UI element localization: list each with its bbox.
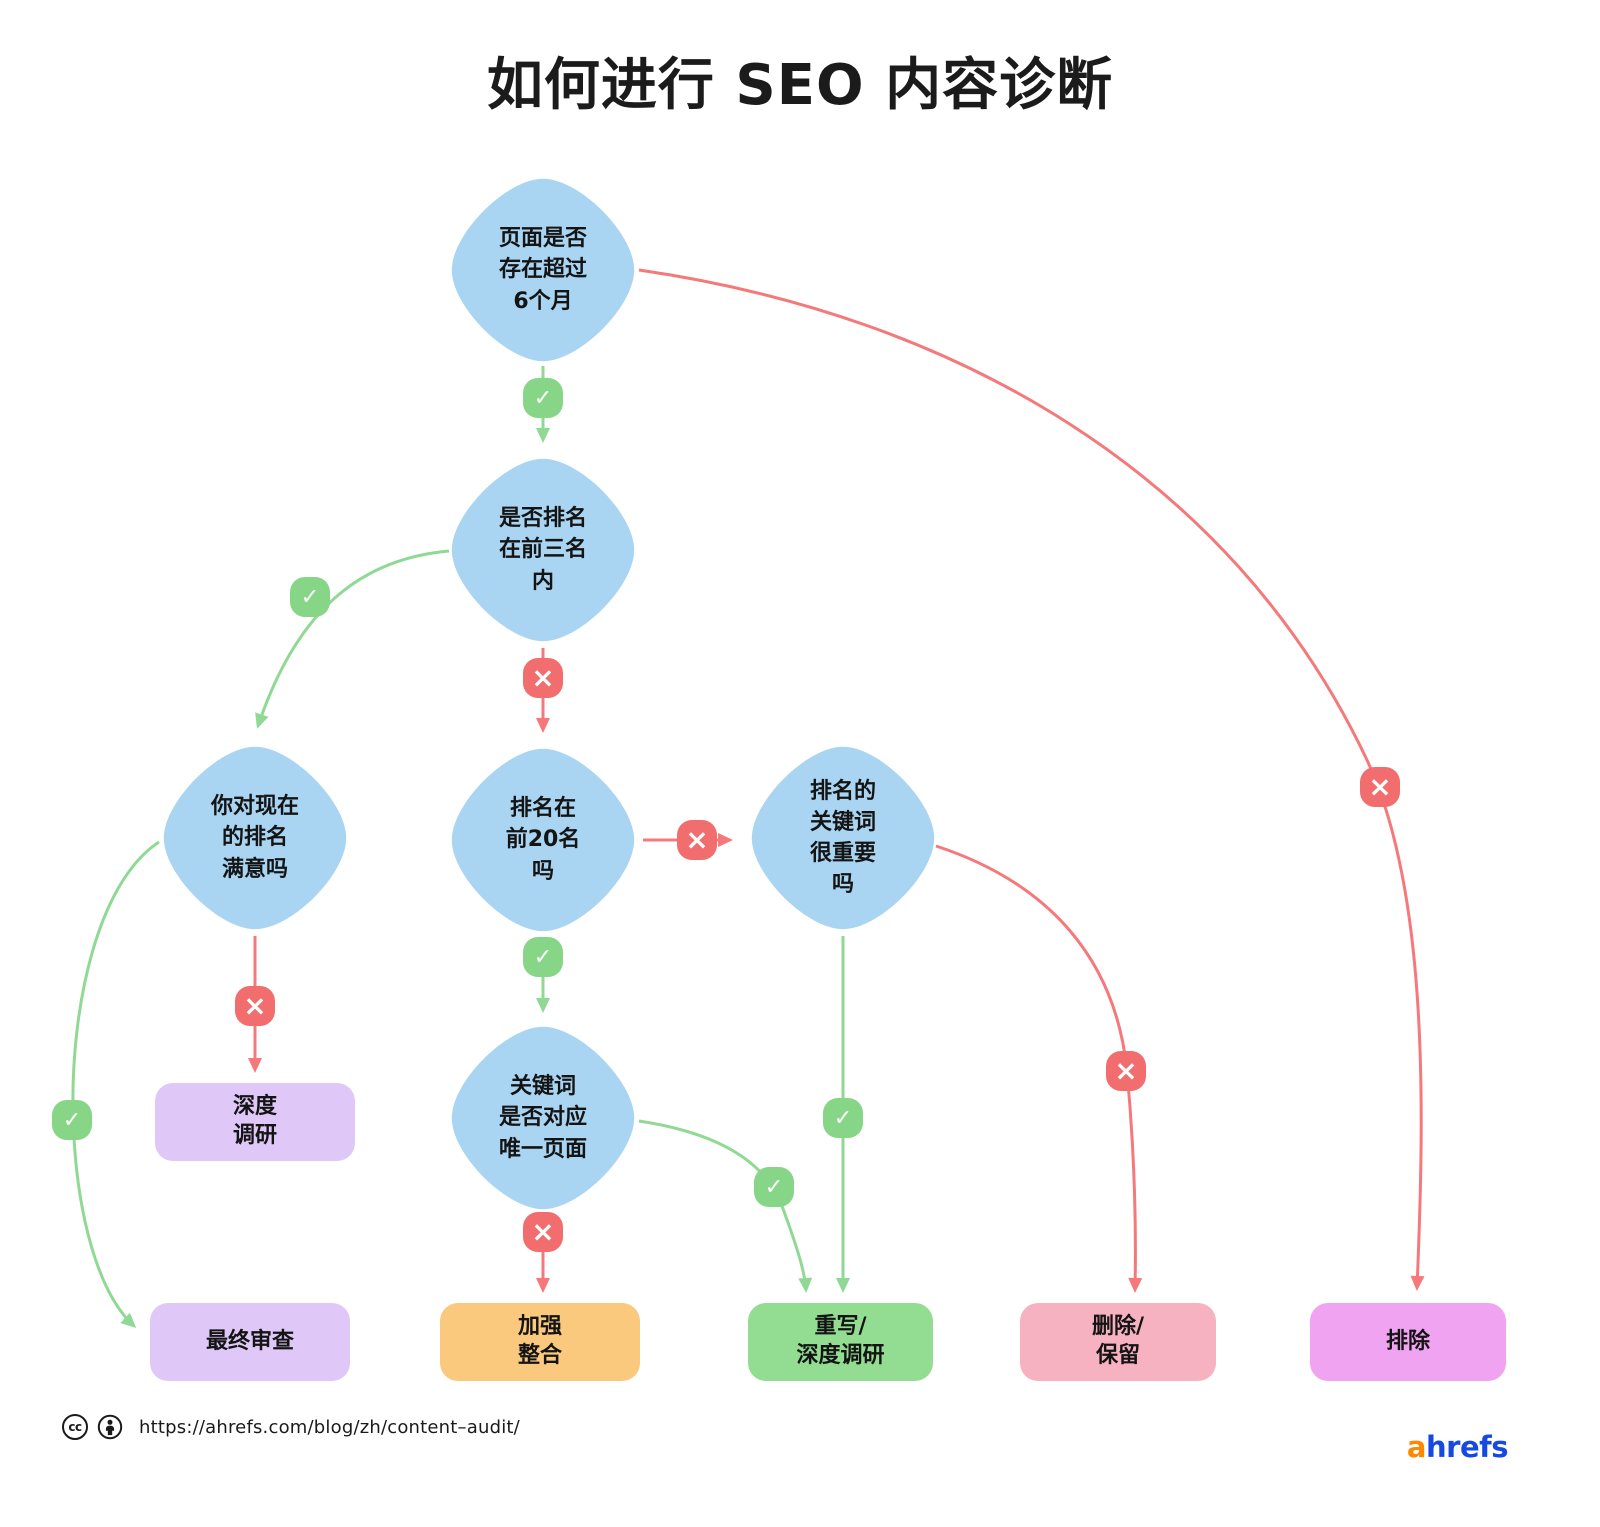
result-delete-keep: 删除/ 保留 — [1020, 1303, 1216, 1381]
decision-label: 你对现在 的排名 满意吗 — [210, 794, 299, 882]
no-cross-icon: × — [1106, 1051, 1146, 1091]
result-rewrite-deep-research: 重写/ 深度调研 — [748, 1303, 933, 1381]
footer: cc https://ahrefs.com/blog/zh/content–au… — [62, 1412, 520, 1442]
decision-rank-satisfaction: 你对现在 的排名 满意吗 — [159, 742, 351, 934]
decision-diamond — [451, 748, 635, 932]
result-final-review: 最终审查 — [150, 1303, 350, 1381]
decision-diamond — [451, 1026, 635, 1210]
attribution-person-icon — [97, 1414, 123, 1440]
yes-check-icon: ✓ — [523, 378, 563, 418]
no-cross-icon: × — [1360, 767, 1400, 807]
cc-license-icon: cc — [62, 1414, 88, 1440]
no-cross-icon: × — [523, 1212, 563, 1252]
no-cross-icon: × — [523, 658, 563, 698]
source-url: https://ahrefs.com/blog/zh/content–audit… — [139, 1416, 520, 1438]
decision-page-age: 页面是否 存在超过 6个月 — [447, 174, 639, 366]
page-title: 如何进行 SEO 内容诊断 — [486, 53, 1114, 118]
decision-diamond — [451, 178, 635, 362]
no-cross-icon: × — [235, 986, 275, 1026]
yes-check-icon: ✓ — [52, 1100, 92, 1140]
decision-label: 页面是否 存在超过 6个月 — [498, 226, 587, 314]
result-strengthen-consolidation: 加强 整合 — [440, 1303, 640, 1381]
no-cross-icon: × — [677, 820, 717, 860]
decision-top20-rank: 排名在 前20名 吗 — [447, 744, 639, 936]
result-deep-research: 深度 调研 — [155, 1083, 355, 1161]
decision-keyword-unique-page: 关键词 是否对应 唯一页面 — [447, 1022, 639, 1214]
logo-suffix: hrefs — [1426, 1430, 1509, 1464]
decision-label: 关键词 是否对应 唯一页面 — [498, 1074, 587, 1162]
ahrefs-logo: ahrefs — [1406, 1430, 1509, 1464]
decision-label: 排名在 前20名 吗 — [505, 796, 581, 884]
yes-check-icon: ✓ — [754, 1167, 794, 1207]
logo-prefix: a — [1406, 1430, 1427, 1464]
result-exclude: 排除 — [1310, 1303, 1506, 1381]
decision-label: 排名的 关键词 很重要 吗 — [809, 778, 876, 898]
decision-diamond — [163, 746, 347, 930]
decision-keyword-importance: 排名的 关键词 很重要 吗 — [747, 742, 939, 934]
decision-diamond — [451, 458, 635, 642]
yes-check-icon: ✓ — [523, 937, 563, 977]
decision-top3-rank: 是否排名 在前三名 内 — [447, 454, 639, 646]
decision-label: 是否排名 在前三名 内 — [498, 506, 587, 594]
decision-diamond — [751, 746, 935, 930]
yes-check-icon: ✓ — [823, 1098, 863, 1138]
yes-check-icon: ✓ — [290, 577, 330, 617]
